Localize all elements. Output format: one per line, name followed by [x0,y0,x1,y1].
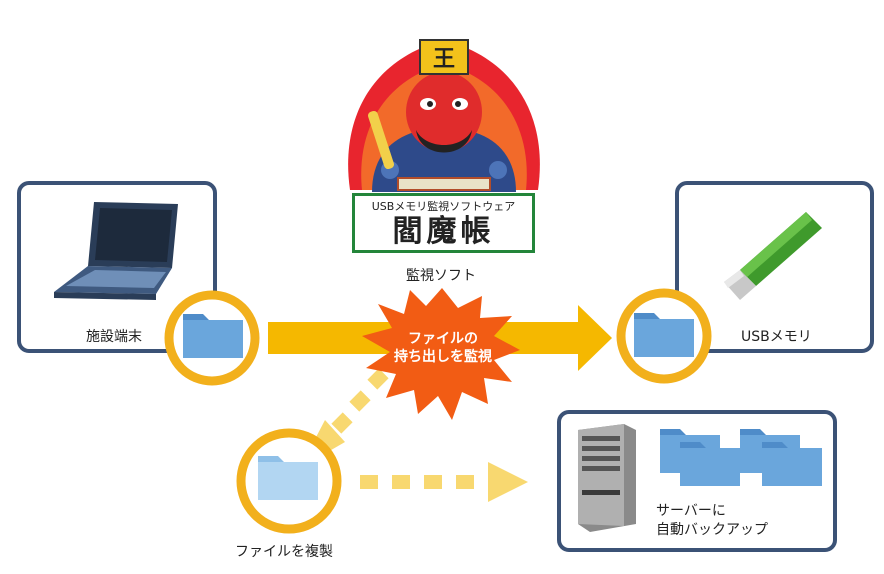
server-backup-label-2: 自動バックアップ [656,522,768,538]
folder-icon [183,314,243,358]
burst-line-1: ファイルの [408,331,478,347]
folder-icon [634,313,694,357]
enma-illustration: 王 [348,39,540,192]
software-sign: USBメモリ監視ソフトウェア 閻魔帳 [352,193,535,253]
folder-icon [680,442,740,486]
burst-text: ファイルの 持ち出しを監視 [378,330,508,366]
usb-stick-icon [724,212,822,300]
server-tower-icon [578,424,636,532]
copy-file-label: ファイルを複製 [235,544,333,560]
usb-memory-label: USBメモリ [741,329,812,345]
server-backup-label-1: サーバーに [656,503,726,519]
burst-shape [362,288,520,420]
svg-text:王: 王 [433,47,455,72]
software-caption: 監視ソフト [406,268,476,284]
folder-icon [258,456,318,500]
dotted-arrow-to-server [360,462,528,502]
laptop-icon [54,202,178,300]
sign-subtitle: USBメモリ監視ソフトウェア [371,200,516,213]
folder-icon [762,442,822,486]
burst-line-2: 持ち出しを監視 [394,349,492,365]
sign-title: 閻魔帳 [392,214,495,249]
facility-terminal-label: 施設端末 [86,329,142,345]
